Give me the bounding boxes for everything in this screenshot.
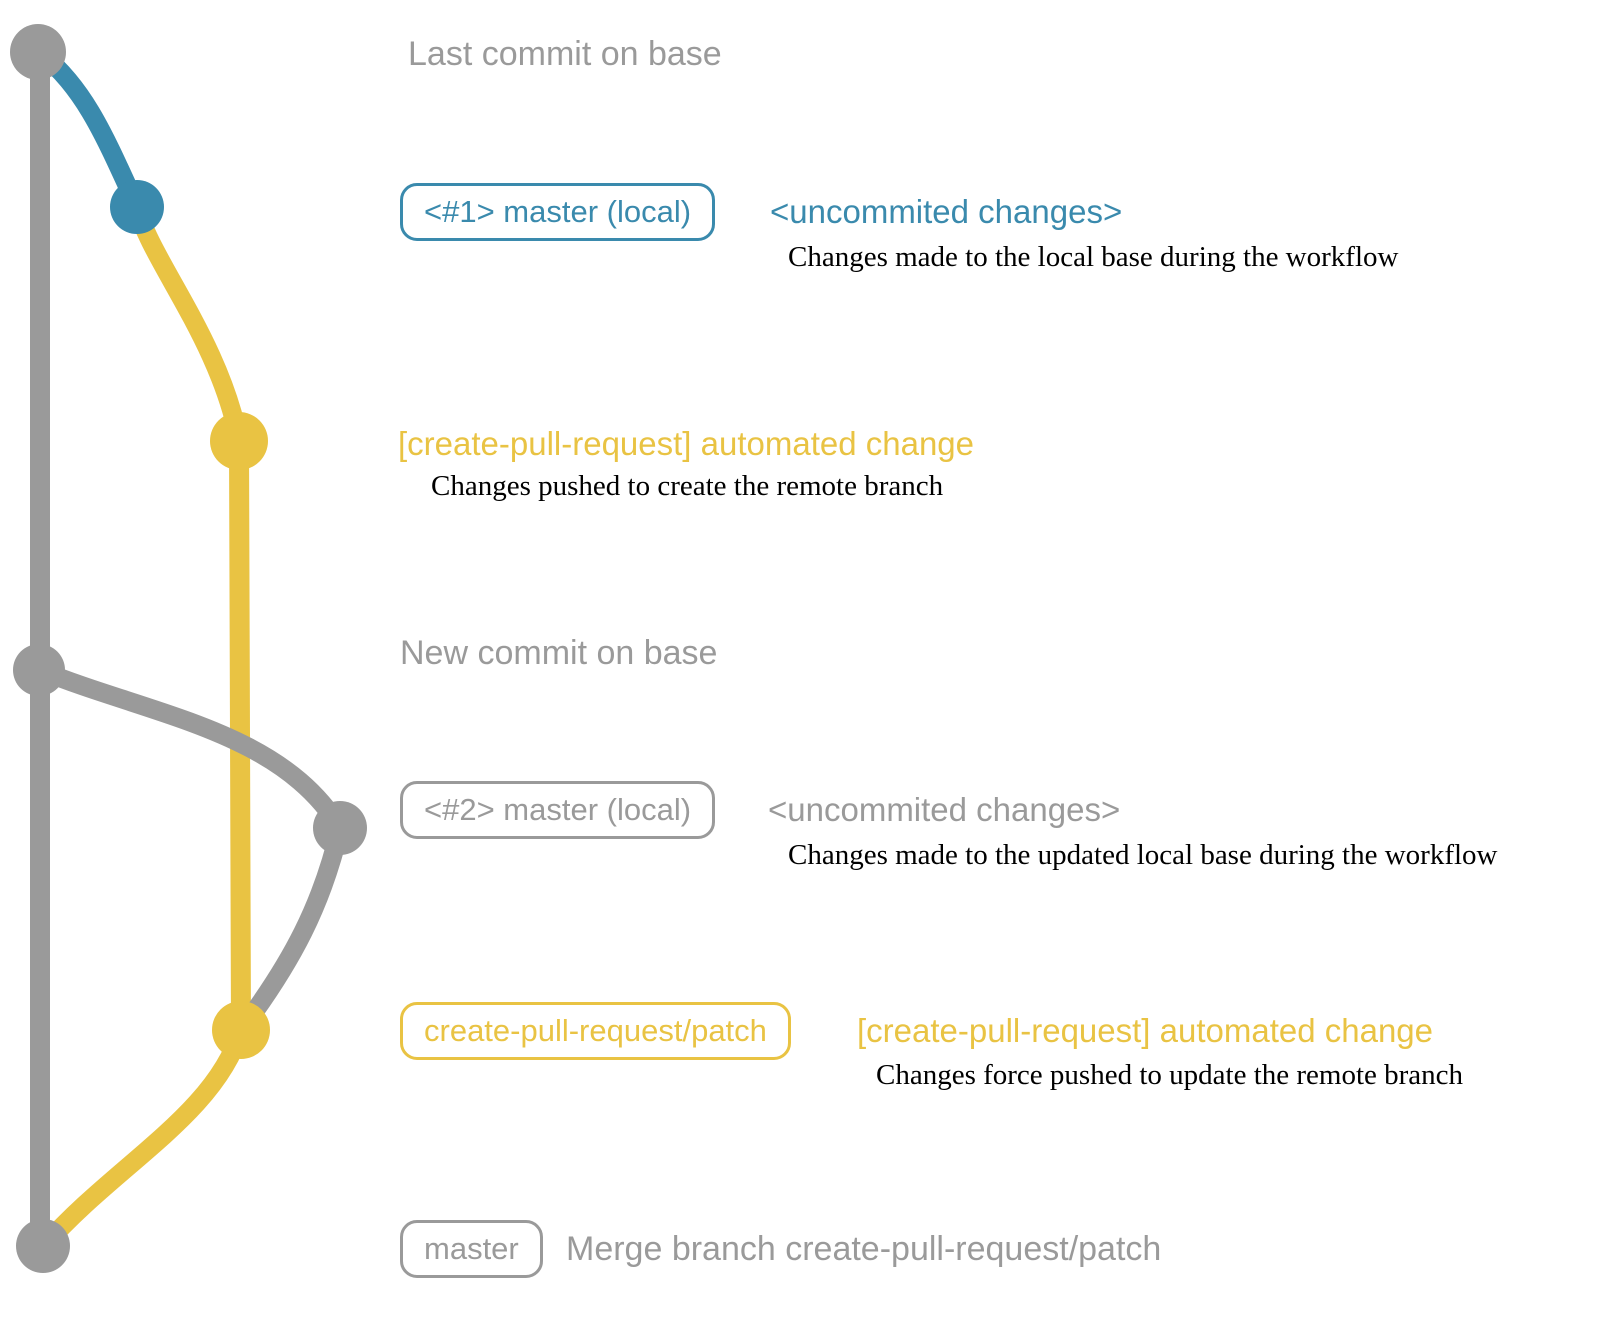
node-last-commit-on-base xyxy=(10,24,66,80)
commit-note-uncommited-2: Changes made to the updated local base d… xyxy=(788,839,1498,871)
commit-message-automated-2: [create-pull-request] automated change xyxy=(857,1012,1434,1049)
commit-note-automated-1: Changes pushed to create the remote bran… xyxy=(431,470,944,502)
node-master-local-2 xyxy=(313,801,367,855)
label-last-commit-on-base: Last commit on base xyxy=(408,35,722,73)
node-merge-commit xyxy=(16,1219,70,1273)
node-new-commit-on-base xyxy=(13,644,65,696)
branch-badge-master-local-2: <#2> master (local) xyxy=(400,781,716,839)
edge-local2-to-automated2 xyxy=(231,818,350,1040)
branch-badge-create-pull-request-patch: create-pull-request/patch xyxy=(400,1002,791,1060)
branch-badge-master-local-1: <#1> master (local) xyxy=(400,183,716,241)
edge-local1-to-automated1 xyxy=(127,197,249,451)
commit-message-automated-1: [create-pull-request] automated change xyxy=(398,425,975,462)
commit-message-uncommited-2: <uncommited changes> xyxy=(768,791,1121,828)
branch-badge-master: master xyxy=(400,1220,543,1278)
commit-message-uncommited-1: <uncommited changes> xyxy=(770,193,1123,230)
edge-base-to-local1 xyxy=(30,42,147,217)
edge-newbase-to-local2 xyxy=(30,660,350,838)
node-automated-change-2 xyxy=(212,1001,270,1059)
edge-automated2-to-merge xyxy=(34,1020,251,1256)
node-automated-change-1 xyxy=(210,412,268,470)
label-new-commit-on-base: New commit on base xyxy=(400,634,718,672)
commit-message-merge: Merge branch create-pull-request/patch xyxy=(566,1230,1162,1268)
commit-note-uncommited-1: Changes made to the local base during th… xyxy=(788,241,1399,273)
commit-note-automated-2: Changes force pushed to update the remot… xyxy=(876,1059,1464,1091)
node-master-local-1 xyxy=(110,180,164,234)
